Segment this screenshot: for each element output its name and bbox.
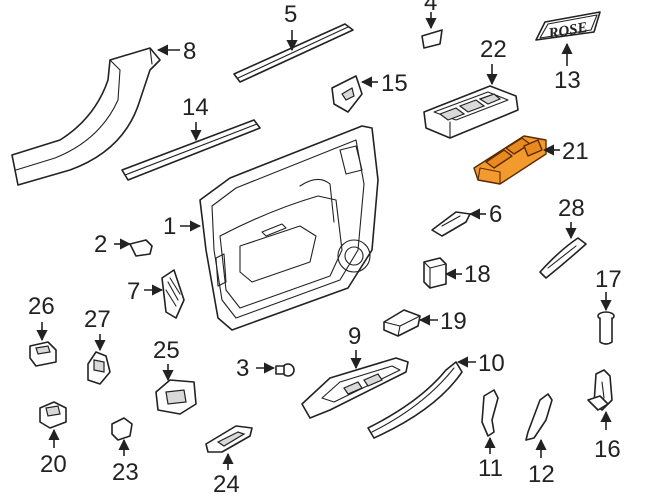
label-1: 1	[163, 213, 176, 240]
label-16: 16	[594, 436, 621, 463]
part-21-window-switch	[473, 135, 547, 185]
part-2-connector	[129, 239, 153, 257]
part-16-actuator	[587, 369, 613, 411]
part-25-switch-block	[155, 379, 197, 415]
label-28: 28	[558, 195, 585, 222]
part-24-bezel	[205, 425, 253, 453]
part-4-clip	[421, 29, 443, 49]
label-4: 4	[424, 0, 437, 16]
label-12: 12	[528, 461, 555, 488]
part-27-switch	[87, 351, 111, 385]
label-19: 19	[440, 308, 467, 335]
part-1-door-panel	[199, 125, 379, 331]
label-26: 26	[28, 293, 55, 320]
part-10-strip	[367, 361, 463, 439]
part-11-bracket	[481, 389, 499, 437]
label-20: 20	[40, 451, 67, 478]
label-27: 27	[84, 306, 111, 333]
label-11: 11	[478, 455, 503, 482]
label-17: 17	[595, 266, 622, 293]
part-3-screw	[275, 363, 295, 377]
label-24: 24	[213, 471, 240, 494]
label-7: 7	[127, 278, 140, 305]
label-13: 13	[554, 67, 581, 94]
label-15: 15	[381, 70, 408, 97]
label-2: 2	[94, 231, 107, 258]
part-18-block	[423, 257, 447, 289]
label-21: 21	[562, 138, 589, 165]
label-10: 10	[478, 350, 505, 377]
part-6-handle	[431, 211, 471, 237]
label-22: 22	[480, 36, 507, 63]
part-15-clip	[331, 75, 363, 113]
part-14-strip	[121, 119, 261, 181]
label-6: 6	[489, 201, 502, 228]
part-20-switch	[39, 401, 67, 429]
label-14: 14	[182, 94, 209, 121]
part-23-switch	[111, 417, 133, 441]
part-12-bracket	[525, 393, 553, 441]
part-8-trim	[11, 47, 161, 186]
part-28-pull	[539, 237, 587, 279]
part-5-strip	[233, 23, 354, 83]
label-23: 23	[112, 459, 139, 486]
part-9-armrest-panel	[301, 357, 409, 419]
part-22-switch-bezel	[423, 85, 519, 139]
label-9: 9	[348, 323, 361, 350]
label-3: 3	[236, 355, 249, 382]
part-19-lamp	[383, 309, 421, 337]
part-26-switch	[29, 341, 57, 367]
part-7-speaker-grille	[161, 269, 185, 319]
badge-text: ROSE	[546, 20, 588, 43]
part-13-badge: ROSE	[535, 11, 601, 43]
part-17-bolt	[597, 311, 615, 345]
label-25: 25	[153, 337, 180, 364]
label-18: 18	[464, 261, 491, 288]
label-5: 5	[284, 1, 297, 28]
label-8: 8	[183, 38, 196, 65]
